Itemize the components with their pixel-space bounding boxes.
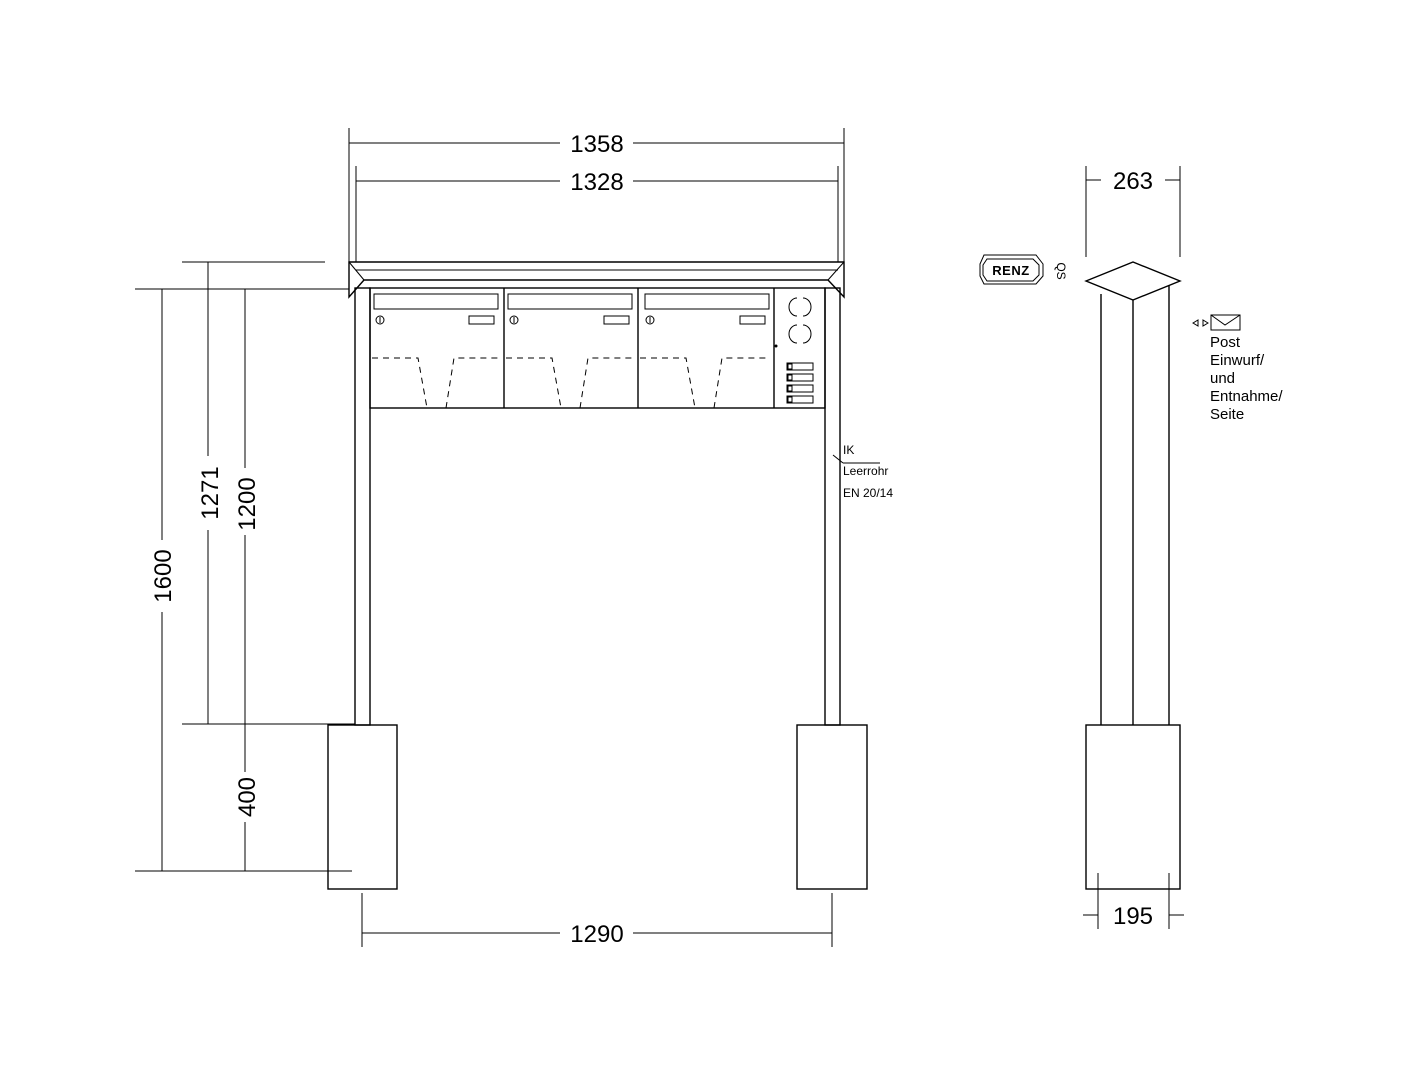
post-note-line4: Entnahme/ xyxy=(1210,388,1283,405)
logo-text: RENZ xyxy=(992,263,1029,278)
dimension-label-post-spacing: 1290 xyxy=(570,921,623,948)
dimension-label-overall-width: 1358 xyxy=(570,131,623,158)
side-foot xyxy=(1085,724,1181,890)
post-note-line5: Seite xyxy=(1210,406,1244,423)
conduit-note-line2: Leerrohr xyxy=(843,464,888,478)
envelope-icon xyxy=(1210,314,1241,331)
post-note-line1: Post xyxy=(1210,334,1241,351)
dimension-foot-depth: 195 xyxy=(1083,873,1184,930)
dimension-post-spacing: 1290 xyxy=(361,893,833,948)
dimension-label-top-depth: 263 xyxy=(1113,168,1153,195)
logo-qs-text: QS xyxy=(1054,262,1068,279)
bell-button xyxy=(786,384,814,393)
dimension-label-total-height: 1600 xyxy=(150,549,177,602)
roof-profile xyxy=(1084,261,1182,301)
dimension-label-inner-width: 1328 xyxy=(570,169,623,196)
dimension-label-foot-depth: 195 xyxy=(1113,903,1153,930)
roof xyxy=(348,261,845,299)
side-post xyxy=(1100,285,1170,725)
mailbox-unit-2 xyxy=(506,293,634,409)
speaker-icon xyxy=(788,297,812,317)
dimension-label-foot-height: 400 xyxy=(234,777,261,817)
renz-logo: RENZ QS xyxy=(979,254,1068,285)
speaker-icon xyxy=(788,324,812,344)
bell-button xyxy=(786,395,814,404)
dimension-inner-width: 1328 xyxy=(355,166,839,262)
post-note-line2: Einwurf/ xyxy=(1210,352,1265,369)
posts xyxy=(354,287,841,726)
side-view: RENZ QS 263 195 xyxy=(979,166,1283,930)
arrows-icon xyxy=(1192,319,1209,327)
post-note-line3: und xyxy=(1210,370,1235,387)
dimension-label-height-to-roof: 1271 xyxy=(197,466,224,519)
mailbox-unit-1 xyxy=(372,293,500,409)
dimension-height-to-roof xyxy=(182,261,355,725)
bell-button xyxy=(786,373,814,382)
dimension-total-height: 1600 xyxy=(135,288,352,872)
conduit-note-line1: IK xyxy=(843,443,854,457)
post-note: Post Einwurf/ und Entnahme/ Seite xyxy=(1192,314,1283,423)
conduit-note: IK Leerrohr EN 20/14 xyxy=(832,443,893,500)
front-view: 1358 1328 xyxy=(135,128,893,948)
feet xyxy=(327,724,868,890)
dimension-label-height-to-box: 1200 xyxy=(234,477,261,530)
dimension-top-depth: 263 xyxy=(1085,166,1181,257)
mailbox-panel xyxy=(369,287,826,409)
mailbox-unit-3 xyxy=(640,293,770,409)
dimension-overall-width: 1358 xyxy=(348,128,845,262)
intercom-panel xyxy=(774,297,814,404)
conduit-note-line3: EN 20/14 xyxy=(843,486,893,500)
bell-button xyxy=(786,362,814,371)
